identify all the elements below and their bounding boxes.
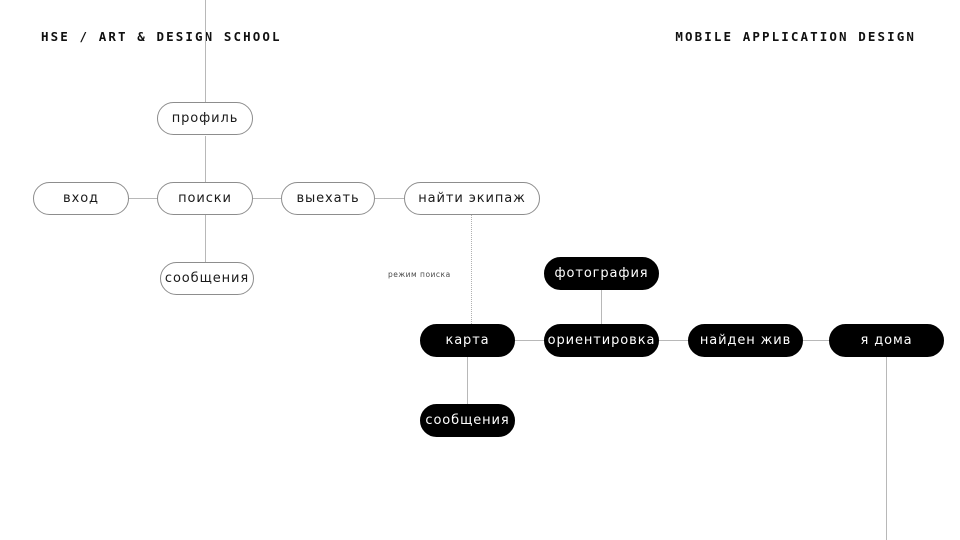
connector-vyehat-najti bbox=[375, 198, 404, 199]
connector-fotografiya-orientirovka bbox=[601, 290, 602, 324]
node-vhod-label: вход bbox=[63, 191, 99, 206]
node-najden-zhiv-label: найден жив bbox=[699, 333, 792, 348]
header-right-title: MOBILE APPLICATION DESIGN bbox=[675, 29, 916, 44]
node-fotografiya[interactable]: фотография bbox=[544, 257, 659, 290]
connector-orientirovka-najden bbox=[659, 340, 688, 341]
connector-karta-orientirovka bbox=[515, 340, 544, 341]
node-najden-zhiv[interactable]: найден жив bbox=[688, 324, 803, 357]
node-soobshcheniya-bottom-label: сообщения bbox=[425, 413, 510, 428]
connector-poiski-vyehat bbox=[253, 198, 281, 199]
node-soobshcheniya-top-label: сообщения bbox=[164, 271, 250, 286]
connector-spine-top bbox=[205, 0, 206, 102]
node-orientirovka[interactable]: ориентировка bbox=[544, 324, 659, 357]
node-poiski[interactable]: поиски bbox=[157, 182, 253, 215]
connector-profil-poiski bbox=[205, 136, 206, 182]
node-orientirovka-label: ориентировка bbox=[547, 333, 656, 348]
node-soobshcheniya-top[interactable]: сообщения bbox=[160, 262, 254, 295]
node-soobshcheniya-bottom[interactable]: сообщения bbox=[420, 404, 515, 437]
header-left-title: HSE / ART & DESIGN SCHOOL bbox=[41, 29, 282, 44]
connector-poiski-soobshcheniya bbox=[205, 214, 206, 262]
node-poiski-label: поиски bbox=[178, 191, 232, 206]
node-profil-label: профиль bbox=[171, 111, 239, 126]
connector-najti-karta-dotted bbox=[471, 214, 472, 324]
connector-yadoma-bottom bbox=[886, 356, 887, 540]
connector-karta-soobshcheniya bbox=[467, 356, 468, 404]
node-karta-label: карта bbox=[445, 333, 490, 348]
node-profil[interactable]: профиль bbox=[157, 102, 253, 135]
annotation-rezhim-poiska: режим поиска bbox=[388, 270, 451, 279]
node-fotografiya-label: фотография bbox=[554, 266, 649, 281]
node-vyehat[interactable]: выехать bbox=[281, 182, 375, 215]
node-najti-ekipazh-label: найти экипаж bbox=[418, 191, 526, 206]
node-ya-doma[interactable]: я дома bbox=[829, 324, 944, 357]
node-ya-doma-label: я дома bbox=[860, 333, 913, 348]
connector-najden-yadoma bbox=[803, 340, 829, 341]
node-vyehat-label: выехать bbox=[296, 191, 360, 206]
connector-vhod-poiski bbox=[129, 198, 158, 199]
node-vhod[interactable]: вход bbox=[33, 182, 129, 215]
node-karta[interactable]: карта bbox=[420, 324, 515, 357]
node-najti-ekipazh[interactable]: найти экипаж bbox=[404, 182, 540, 215]
